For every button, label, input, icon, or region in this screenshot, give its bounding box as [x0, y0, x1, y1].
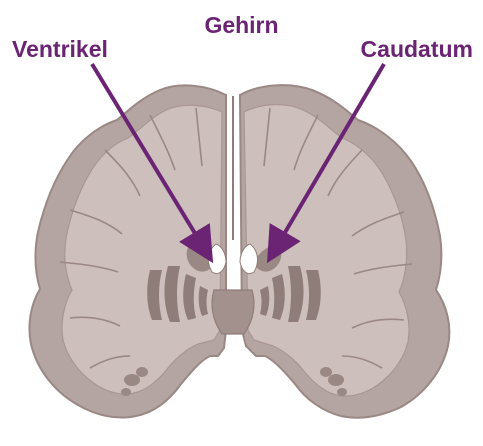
diagram-title: Gehirn [0, 14, 483, 37]
thalamus [212, 290, 254, 334]
ventricle-label: Ventrikel [12, 38, 108, 61]
caudate-label: Caudatum [361, 38, 473, 61]
